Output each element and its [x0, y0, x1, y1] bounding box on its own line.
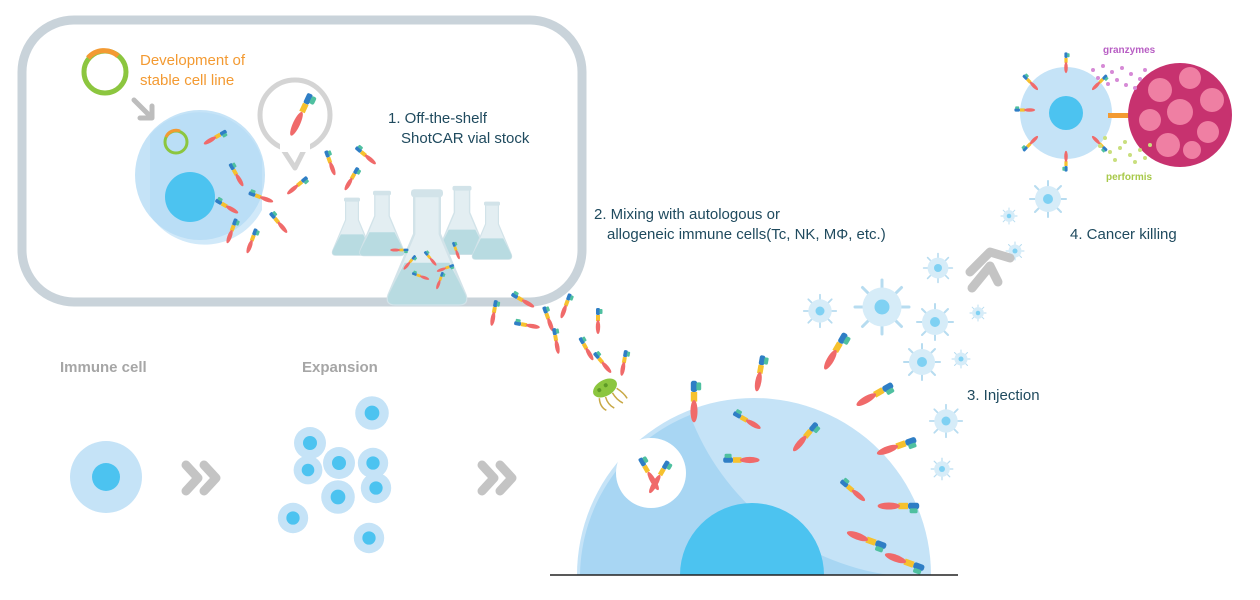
- plasmid-icon: [81, 48, 129, 96]
- immune-cell-icon: [70, 441, 142, 513]
- stable-line-label-2: stable cell line: [140, 71, 235, 89]
- stable-line-label-1: Development of: [140, 52, 246, 69]
- flask-icon: [331, 185, 513, 306]
- producer-cell: [135, 110, 265, 245]
- stable-line-frame: [17, 15, 587, 307]
- granzymes-label: granzymes: [1103, 45, 1156, 56]
- stable-line-label: Development of stable cell line: [140, 51, 245, 90]
- vial-stock-label-1: 1. Off-the-shelf: [388, 110, 487, 127]
- chevron-right-icon: [186, 465, 216, 491]
- gray-arrow-icon: [965, 247, 1015, 293]
- vial-stock-label: 1. Off-the-shelf ShotCAR vial stock: [388, 109, 529, 148]
- vial-stock-label-2: ShotCAR vial stock: [401, 129, 530, 147]
- large-immune-cell: [577, 331, 931, 576]
- cancer-cell-icon: [1128, 63, 1232, 167]
- injection-label: 3. Injection: [967, 387, 1040, 404]
- cancer-killing-scene: [1014, 52, 1232, 172]
- chevron-right-icon: [482, 465, 512, 491]
- bacteriophage-icon: [593, 378, 628, 411]
- expansion-label: Expansion: [302, 359, 378, 376]
- immune-cell-label: Immune cell: [60, 359, 147, 376]
- gray-arrow-icon: [131, 97, 155, 121]
- speech-bubble-icon: [257, 77, 333, 171]
- mixing-label-2: allogeneic immune cells(Tc, NK, MΦ, etc.…: [607, 225, 886, 243]
- expanded-cells: [277, 396, 392, 554]
- performis-label: performis: [1106, 172, 1153, 183]
- cancer-killing-label: 4. Cancer killing: [1070, 226, 1177, 243]
- mixing-label: 2. Mixing with autologous or allogeneic …: [594, 205, 886, 244]
- mixing-label-1: 2. Mixing with autologous or: [594, 206, 780, 223]
